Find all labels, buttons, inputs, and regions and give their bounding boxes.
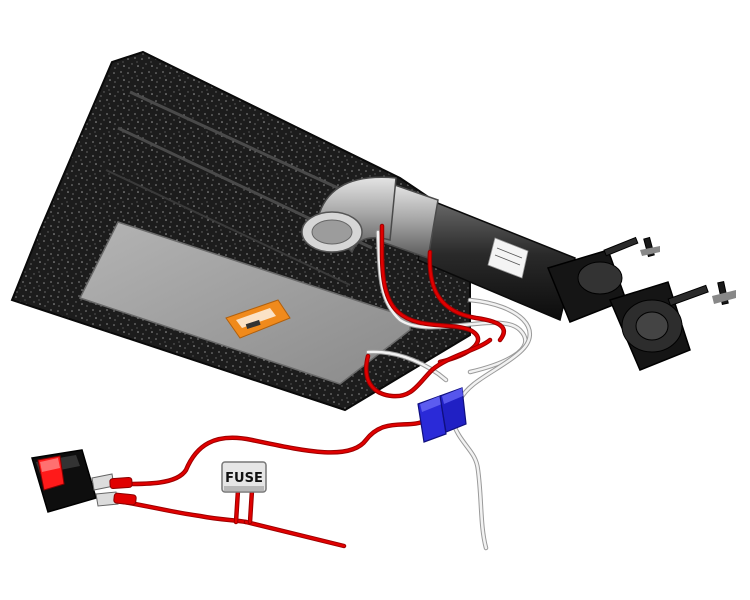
wire-connector-icon: [417, 387, 467, 443]
label-sticker: [225, 299, 291, 339]
fuse-holder-body: [221, 461, 267, 493]
panel-ridge: [105, 169, 351, 286]
mounting-clamp-icon: [546, 236, 660, 323]
heater-radiant-face: [78, 221, 411, 385]
mounting-clamps: [546, 236, 736, 371]
red-wires: [109, 223, 506, 549]
fuse-holder-icon: FUSE: [221, 461, 267, 493]
rocker-switch-icon: [31, 449, 137, 513]
fuse-label: FUSE: [225, 471, 263, 486]
mounting-clamp-icon: [608, 281, 736, 371]
switch-terminal: [95, 491, 119, 507]
exhaust-pipe: [301, 176, 576, 322]
white-wire-lead: [449, 417, 489, 551]
heater-panel: [10, 50, 471, 412]
white-wires: [365, 229, 533, 551]
